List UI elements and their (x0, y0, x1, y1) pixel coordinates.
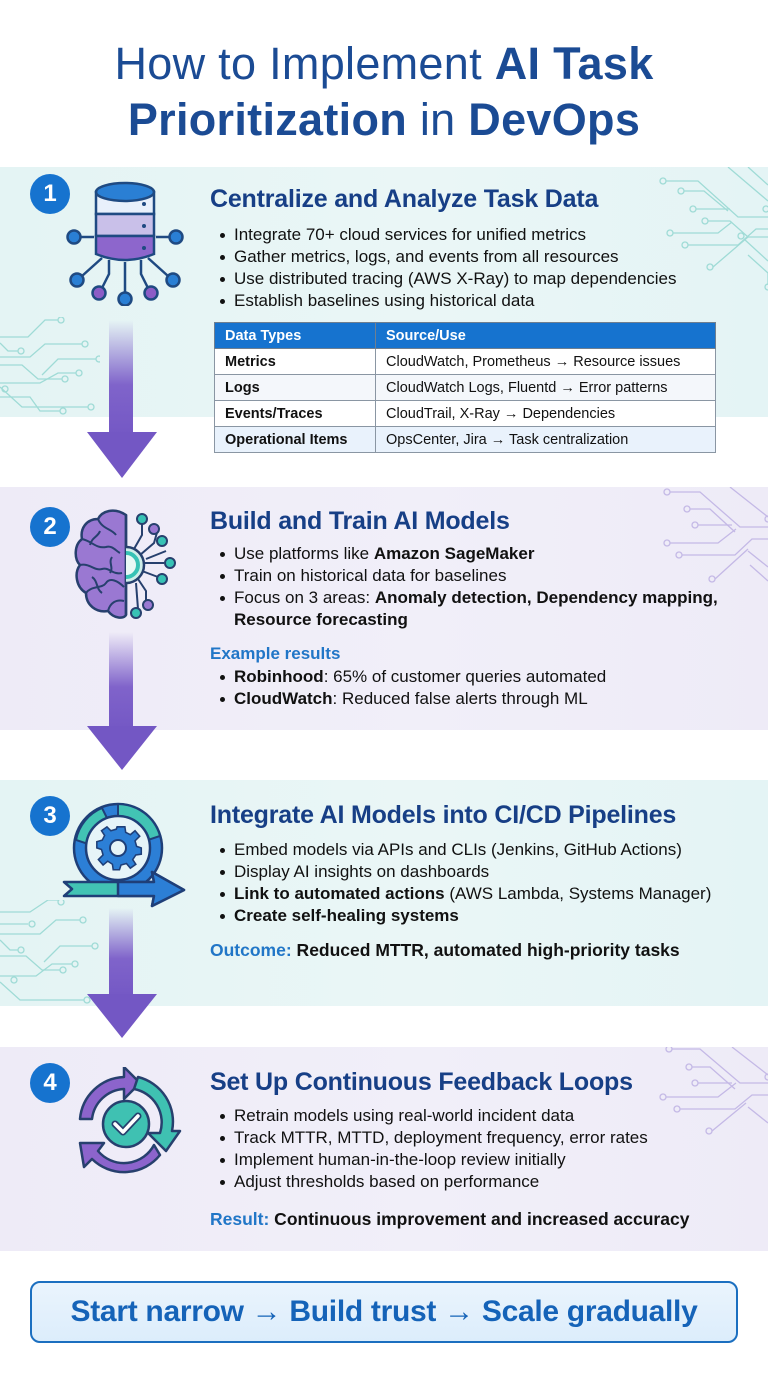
bullet-item: Integrate 70+ cloud services for unified… (218, 224, 677, 246)
bullet-item: Create self-healing systems (218, 905, 711, 927)
page-title-line-2: Prioritization in DevOps (0, 94, 768, 146)
bullet-text: Use platforms like (234, 544, 374, 563)
bullet-item: Implement human-in-the-loop review initi… (218, 1149, 648, 1171)
table-cell-type: Logs (214, 374, 376, 401)
page-header: How to Implement AI Task Prioritization … (0, 0, 768, 166)
circuit-decoration-icon (659, 167, 768, 291)
result-text: : Reduced false alerts through ML (332, 689, 588, 708)
flow-arrow-down-icon (87, 632, 157, 770)
circuit-decoration-icon (659, 1047, 768, 1135)
step-title: Set Up Continuous Feedback Loops (210, 1068, 633, 1096)
step-bullet-list: Integrate 70+ cloud services for unified… (218, 224, 677, 312)
step-bullet-list: Retrain models using real-world incident… (218, 1105, 648, 1193)
step-title: Integrate AI Models into CI/CD Pipelines (210, 801, 677, 829)
table-cell-source: CloudTrail, X-Ray → Dependencies (375, 400, 716, 427)
title-regular-text: How to Implement (114, 38, 495, 89)
bullet-item: Use platforms like Amazon SageMaker (218, 543, 718, 565)
title-regular-text: in (407, 94, 469, 145)
bullet-item: Display AI insights on dashboards (218, 861, 711, 883)
bullet-item: Gather metrics, logs, and events from al… (218, 246, 677, 268)
result-item: Robinhood: 65% of customer queries autom… (218, 666, 606, 688)
outcome-text: Reduced MTTR, automated high-priority ta… (291, 940, 680, 960)
bullet-bold-text: Amazon SageMaker (373, 544, 535, 563)
table-header-cell: Source/Use (375, 322, 716, 349)
summary-callout: Start narrow → Build trust → Scale gradu… (30, 1281, 738, 1343)
gear-cycle-pipeline-icon (62, 802, 186, 908)
step-number-badge: 2 (30, 507, 70, 547)
table-cell-type: Events/Traces (214, 400, 376, 427)
result-item: CloudWatch: Reduced false alerts through… (218, 688, 606, 710)
result-company: CloudWatch (234, 689, 333, 708)
table-cell-source: OpsCenter, Jira → Task centralization (375, 426, 716, 453)
bullet-bold-text: Link to automated actions (234, 884, 445, 903)
bullet-text: Embed models via APIs and CLIs (Jenkins,… (234, 840, 682, 859)
step-bullet-list: Embed models via APIs and CLIs (Jenkins,… (218, 839, 711, 927)
step-number-badge: 1 (30, 174, 70, 214)
outcome-text: Continuous improvement and increased acc… (269, 1209, 690, 1229)
table-row: Metrics CloudWatch, Prometheus → Resourc… (214, 348, 716, 375)
bullet-text: (AWS Lambda, Systems Manager) (444, 884, 712, 903)
step-bullet-list: Use platforms like Amazon SageMaker Trai… (218, 543, 718, 631)
result-text: : 65% of customer queries automated (323, 667, 607, 686)
outcome-line: Outcome: Reduced MTTR, automated high-pr… (210, 940, 680, 961)
bullet-bold-text: Create self-healing systems (234, 906, 459, 925)
step-4-section: 4 Set Up Continuous Feedback Loops Retra… (0, 1047, 768, 1251)
bullet-item: Track MTTR, MTTD, deployment frequency, … (218, 1127, 648, 1149)
flow-arrow-down-icon (87, 908, 157, 1038)
step-number-badge: 4 (30, 1063, 70, 1103)
outcome-line: Result: Continuous improvement and incre… (210, 1209, 689, 1230)
bullet-item: Train on historical data for baselines (218, 565, 718, 587)
title-bold-text: AI Task (494, 38, 654, 89)
table-header-cell: Data Types (214, 322, 376, 349)
bullet-item: Use distributed tracing (AWS X-Ray) to m… (218, 268, 677, 290)
bullet-item-continuation: Resource forecasting (218, 609, 718, 631)
bullet-text: Focus on 3 areas: (234, 588, 375, 607)
table-row: Operational Items OpsCenter, Jira → Task… (214, 426, 716, 453)
data-types-table: Data Types Source/Use Metrics CloudWatch… (214, 322, 716, 453)
result-company: Robinhood (234, 667, 324, 686)
bullet-item: Focus on 3 areas: Anomaly detection, Dep… (218, 587, 718, 609)
outcome-label: Outcome: (210, 940, 292, 960)
bullet-item: Link to automated actions (AWS Lambda, S… (218, 883, 711, 905)
results-list: Robinhood: 65% of customer queries autom… (218, 666, 606, 710)
table-cell-type: Operational Items (214, 426, 376, 453)
table-header-row: Data Types Source/Use (214, 322, 716, 349)
table-row: Logs CloudWatch Logs, Fluentd → Error pa… (214, 374, 716, 401)
step-title: Centralize and Analyze Task Data (210, 185, 599, 213)
outcome-label: Result: (210, 1209, 270, 1229)
results-label: Example results (210, 644, 341, 663)
database-network-icon (66, 181, 184, 306)
table-cell-source: CloudWatch Logs, Fluentd → Error pattern… (375, 374, 716, 401)
table-row: Events/Traces CloudTrail, X-Ray → Depend… (214, 400, 716, 427)
page-title-line-1: How to Implement AI Task (0, 38, 768, 90)
bullet-bold-text: Anomaly detection, Dependency mapping, (374, 588, 718, 607)
summary-callout-text: Start narrow → Build trust → Scale gradu… (70, 1295, 698, 1328)
table-cell-type: Metrics (214, 348, 376, 375)
bullet-bold-text: Resource forecasting (234, 610, 408, 629)
bullet-item: Embed models via APIs and CLIs (Jenkins,… (218, 839, 711, 861)
ai-brain-circuit-icon (74, 509, 176, 619)
feedback-loop-check-icon (78, 1067, 182, 1174)
circuit-decoration-icon (0, 317, 100, 415)
bullet-item: Retrain models using real-world incident… (218, 1105, 648, 1127)
circuit-decoration-icon (0, 900, 99, 1004)
step-title: Build and Train AI Models (210, 507, 510, 535)
title-bold-text: DevOps (468, 94, 641, 145)
bullet-text: Display AI insights on dashboards (234, 862, 490, 881)
title-bold-text: Prioritization (127, 94, 408, 145)
circuit-decoration-icon (663, 487, 768, 583)
table-cell-source: CloudWatch, Prometheus → Resource issues (375, 348, 716, 375)
bullet-item: Establish baselines using historical dat… (218, 290, 677, 312)
step-number-badge: 3 (30, 796, 70, 836)
bullet-text: Train on historical data for baselines (234, 566, 507, 585)
flow-arrow-down-icon (87, 320, 157, 478)
bullet-item: Adjust thresholds based on performance (218, 1171, 648, 1193)
